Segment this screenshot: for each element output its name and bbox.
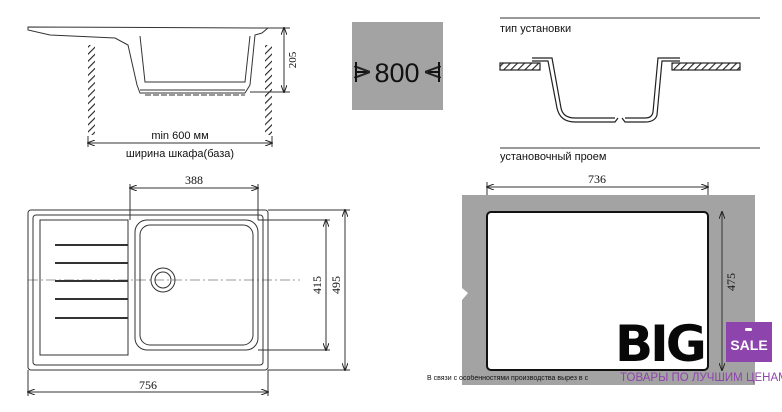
depth-dimension: 205	[287, 51, 299, 68]
logo-big: BIG	[615, 315, 707, 373]
install-profile	[499, 57, 741, 123]
cabinet-badge-value: 800	[374, 58, 419, 88]
side-view	[27, 26, 290, 147]
production-note: В связи с особенностями производства выр…	[427, 375, 589, 382]
total-width: 756	[139, 378, 157, 392]
bowl-width: 388	[185, 173, 203, 187]
cutout-title: установочный проем	[500, 151, 606, 163]
total-depth: 495	[329, 276, 343, 294]
cabinet-width-label: ширина шкафа(базa)	[126, 148, 234, 160]
logo-sale-tag: SALE	[726, 322, 772, 362]
logo-slogan: ТОВАРЫ ПО ЛУЧШИМ ЦЕНАМ	[620, 372, 782, 384]
install-title: тип установки	[500, 23, 571, 35]
cabinet-min-label: min 600 мм	[151, 130, 208, 142]
cutout-opening	[486, 211, 709, 371]
cutout-width: 736	[588, 172, 606, 186]
big-sale-logo: BIG SALE ТОВАРЫ ПО ЛУЧШИМ ЦЕНАМ	[615, 315, 782, 392]
cutout-height: 475	[724, 273, 738, 291]
bowl-length: 415	[310, 276, 324, 294]
top-view	[28, 184, 350, 396]
